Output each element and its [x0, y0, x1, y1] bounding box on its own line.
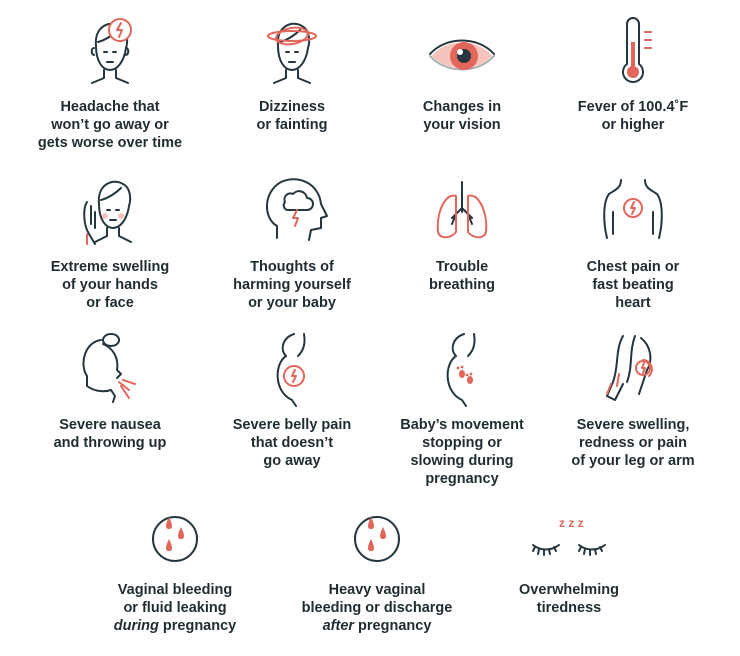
symptom-fever: Fever of 100.4˚F or higher	[538, 12, 728, 134]
baby-movement-caption-3: slowing during	[410, 453, 514, 469]
belly-pain-icon	[276, 333, 306, 407]
tiredness-icon: z z z	[532, 516, 606, 556]
nausea-caption-1: Severe nausea	[59, 417, 161, 433]
symptom-leg-swelling: Severe swelling, redness or pain of your…	[538, 330, 728, 470]
vision-caption-1: Changes in	[422, 99, 502, 115]
dizziness-caption-1: Dizziness	[258, 99, 326, 115]
headache-caption-2: won’t go away or	[51, 117, 169, 133]
thoughts-caption-1: Thoughts of	[250, 259, 334, 275]
bleeding-after-icon	[354, 516, 400, 562]
bleeding-after-caption-2: bleeding or discharge	[301, 600, 453, 616]
dizziness-icon	[267, 22, 317, 84]
thoughts-caption-3: or your baby	[248, 295, 336, 311]
bleeding-after-emphasis: after	[322, 618, 355, 634]
bleeding-during-icon	[152, 516, 198, 562]
belly-pain-caption-2: that doesn’t	[250, 435, 334, 451]
baby-movement-caption-4: pregnancy	[425, 471, 499, 487]
belly-pain-caption-1: Severe belly pain	[232, 417, 352, 433]
swelling-face-icon	[83, 180, 132, 245]
bleeding-during-caption-2: or fluid leaking	[123, 600, 227, 616]
symptom-extreme-swelling: Extreme swelling of your hands or face	[15, 172, 205, 312]
symptom-chest-pain: Chest pain or fast beating heart	[538, 172, 728, 312]
extreme-swelling-caption-1: Extreme swelling	[50, 259, 170, 275]
bleeding-during-emphasis: during	[113, 618, 159, 634]
bleeding-after-caption-1: Heavy vaginal	[328, 582, 426, 598]
leg-swelling-caption-3: of your leg or arm	[571, 453, 695, 469]
symptom-headache: Headache that won’t go away or gets wors…	[15, 12, 205, 152]
fever-caption-1: Fever of 100.4˚F	[577, 99, 689, 115]
zzz-text: z z z	[559, 516, 584, 530]
dizziness-caption-2: or fainting	[256, 117, 328, 133]
tiredness-caption-1: Overwhelming	[519, 582, 619, 598]
bleeding-during-caption-1: Vaginal bleeding	[117, 582, 233, 598]
symptom-dizziness: Dizziness or fainting	[197, 12, 387, 134]
head-storm-icon	[266, 178, 328, 241]
symptom-tiredness: z z z Overwhelming tiredness	[474, 505, 664, 617]
chest-pain-caption-1: Chest pain or	[586, 259, 680, 275]
vision-caption-2: your vision	[423, 117, 501, 133]
baby-movement-caption-1: Baby’s movement	[400, 417, 524, 433]
thoughts-caption-2: harming yourself	[233, 277, 351, 293]
symptom-vision: Changes in your vision	[367, 12, 557, 134]
nausea-caption-2: and throwing up	[53, 435, 167, 451]
bleeding-during-caption-3: during pregnancy	[80, 617, 270, 635]
eye-icon	[429, 39, 495, 71]
symptom-bleeding-after: Heavy vaginal bleeding or discharge afte…	[282, 505, 472, 635]
leg-swelling-icon	[606, 335, 653, 401]
headache-caption-3: gets worse over time	[37, 135, 183, 151]
symptom-thoughts: Thoughts of harming yourself or your bab…	[197, 172, 387, 312]
belly-pain-caption-3: go away	[263, 453, 321, 469]
chest-pain-caption-2: fast beating	[592, 277, 674, 293]
symptom-belly-pain: Severe belly pain that doesn’t go away	[197, 330, 387, 470]
leg-swelling-caption-1: Severe swelling,	[576, 417, 690, 433]
breathing-caption-1: Trouble	[435, 259, 489, 275]
extreme-swelling-caption-2: of your hands	[62, 277, 158, 293]
bleeding-after-tail: pregnancy	[354, 618, 432, 634]
fever-caption-2: or higher	[601, 117, 665, 133]
symptom-baby-movement: Baby’s movement stopping or slowing duri…	[367, 330, 557, 488]
extreme-swelling-caption-3: or face	[86, 295, 134, 311]
symptom-bleeding-during: Vaginal bleeding or fluid leaking during…	[80, 505, 270, 635]
chest-pain-caption-3: heart	[615, 295, 651, 311]
bleeding-during-tail: pregnancy	[158, 618, 237, 634]
headache-icon	[90, 18, 132, 84]
lungs-icon	[436, 181, 488, 239]
symptom-nausea: Severe nausea and throwing up	[15, 330, 205, 452]
baby-movement-caption-2: stopping or	[422, 435, 502, 451]
thermometer-icon	[622, 17, 652, 83]
headache-caption-1: Headache that	[60, 99, 160, 115]
baby-movement-icon	[446, 333, 476, 407]
bleeding-after-caption-3: after pregnancy	[282, 617, 472, 635]
nausea-icon	[82, 333, 136, 403]
breathing-caption-2: breathing	[428, 277, 496, 293]
chest-pain-icon	[603, 179, 663, 239]
symptom-breathing: Trouble breathing	[367, 172, 557, 294]
tiredness-caption-2: tiredness	[536, 600, 602, 616]
leg-swelling-caption-2: redness or pain	[579, 435, 687, 451]
